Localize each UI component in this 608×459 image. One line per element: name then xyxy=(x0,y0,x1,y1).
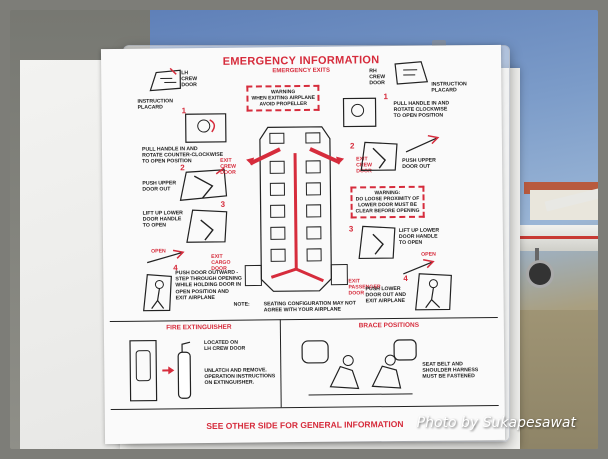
lift-handle-illustration-icon xyxy=(186,209,228,243)
rh-open-arrow-icon xyxy=(405,134,440,153)
instruction-placard-right: INSTRUCTION PLACARD xyxy=(431,81,467,94)
section-divider-vertical xyxy=(279,319,282,408)
push-upper-door-illustration-icon xyxy=(179,167,228,201)
warning-avoid-propeller: WARNING WHEN EXITING AIRPLANE AVOID PROP… xyxy=(246,84,321,112)
landing-gear-strut xyxy=(535,248,539,266)
warning-lower-door: WARNING: DO LOOSE PROXIMITY OF LOWER DOO… xyxy=(350,185,425,219)
rh-pull-handle-illustration-icon xyxy=(342,97,377,128)
rh-push-upper-door-illustration-icon xyxy=(360,141,398,171)
lift-lower-door-right: LIFT UP LOWER DOOR HANDLE TO OPEN xyxy=(398,227,440,247)
brace-positions-title: BRACE POSITIONS xyxy=(358,321,420,330)
push-lower-door-right: PUSH LOWER DOOR OUT AND EXIT AIRPLANE xyxy=(365,285,407,305)
seating-configuration-note: SEATING CONFIGURATION MAY NOT AGREE WITH… xyxy=(263,300,356,314)
emergency-card: EMERGENCY INFORMATION EMERGENCY EXITS LH… xyxy=(100,44,506,445)
step-number-right-1: 1 xyxy=(383,92,388,102)
footer-divider xyxy=(110,404,499,411)
open-arrow-left-icon xyxy=(147,249,185,264)
pull-handle-illustration-icon xyxy=(185,113,227,143)
push-upper-door-right: PUSH UPPER DOOR OUT xyxy=(402,157,436,171)
note-label: NOTE: xyxy=(233,301,250,308)
cabin-floor-plan xyxy=(244,126,348,292)
extinguisher-instructions: UNLATCH AND REMOVE. OPERATION INSTRUCTIO… xyxy=(204,367,276,387)
rh-lift-handle-illustration-icon xyxy=(358,225,396,260)
door-handle-illustration-icon xyxy=(149,67,181,92)
photo-frame: EMERGENCY INFORMATION EMERGENCY EXITS LH… xyxy=(10,10,598,449)
step-through-illustration-icon xyxy=(143,273,172,312)
rh-exit-airplane-illustration-icon xyxy=(415,273,452,311)
exit-cargo-door-label: EXIT CARGO DOOR xyxy=(211,253,231,273)
step-number-right-2: 2 xyxy=(349,141,355,151)
brace-position-illustration-icon xyxy=(301,339,417,396)
instruction-placard-left: INSTRUCTION PLACARD xyxy=(137,98,173,111)
fire-extinguisher-title: FIRE EXTINGUISHER xyxy=(166,323,232,332)
push-door-outward-instructions: PUSH DOOR OUTWARD - STEP THROUGH OPENING… xyxy=(175,269,242,302)
landing-gear-wheel xyxy=(526,260,554,288)
pull-handle-right-instructions: PULL HANDLE IN AND ROTATE CLOCKWISE TO O… xyxy=(393,100,450,120)
airplane-stripe xyxy=(515,236,598,239)
extinguisher-location: LOCATED ON LH CREW DOOR xyxy=(203,339,246,353)
photo-watermark: Photo by Sukapesawat xyxy=(416,415,576,431)
seat-belt-instructions: SEAT BELT AND SHOULDER HARNESS MUST BE F… xyxy=(422,361,479,381)
rh-door-handle-illustration-icon xyxy=(394,61,429,85)
step-number-right-3: 3 xyxy=(348,224,354,234)
push-upper-door-left: PUSH UPPER DOOR OUT xyxy=(142,180,177,193)
lift-lower-door-left: LIFT UP LOWER DOOR HANDLE TO OPEN xyxy=(142,210,183,230)
rh-crew-door-label: RH CREW DOOR xyxy=(369,68,386,87)
exit-crew-door-left-label: EXIT CREW DOOR xyxy=(220,157,237,177)
step-number-right-4: 4 xyxy=(403,273,408,283)
rh-open-lower-arrow-icon xyxy=(403,259,435,275)
fire-extinguisher-icon xyxy=(129,339,192,402)
